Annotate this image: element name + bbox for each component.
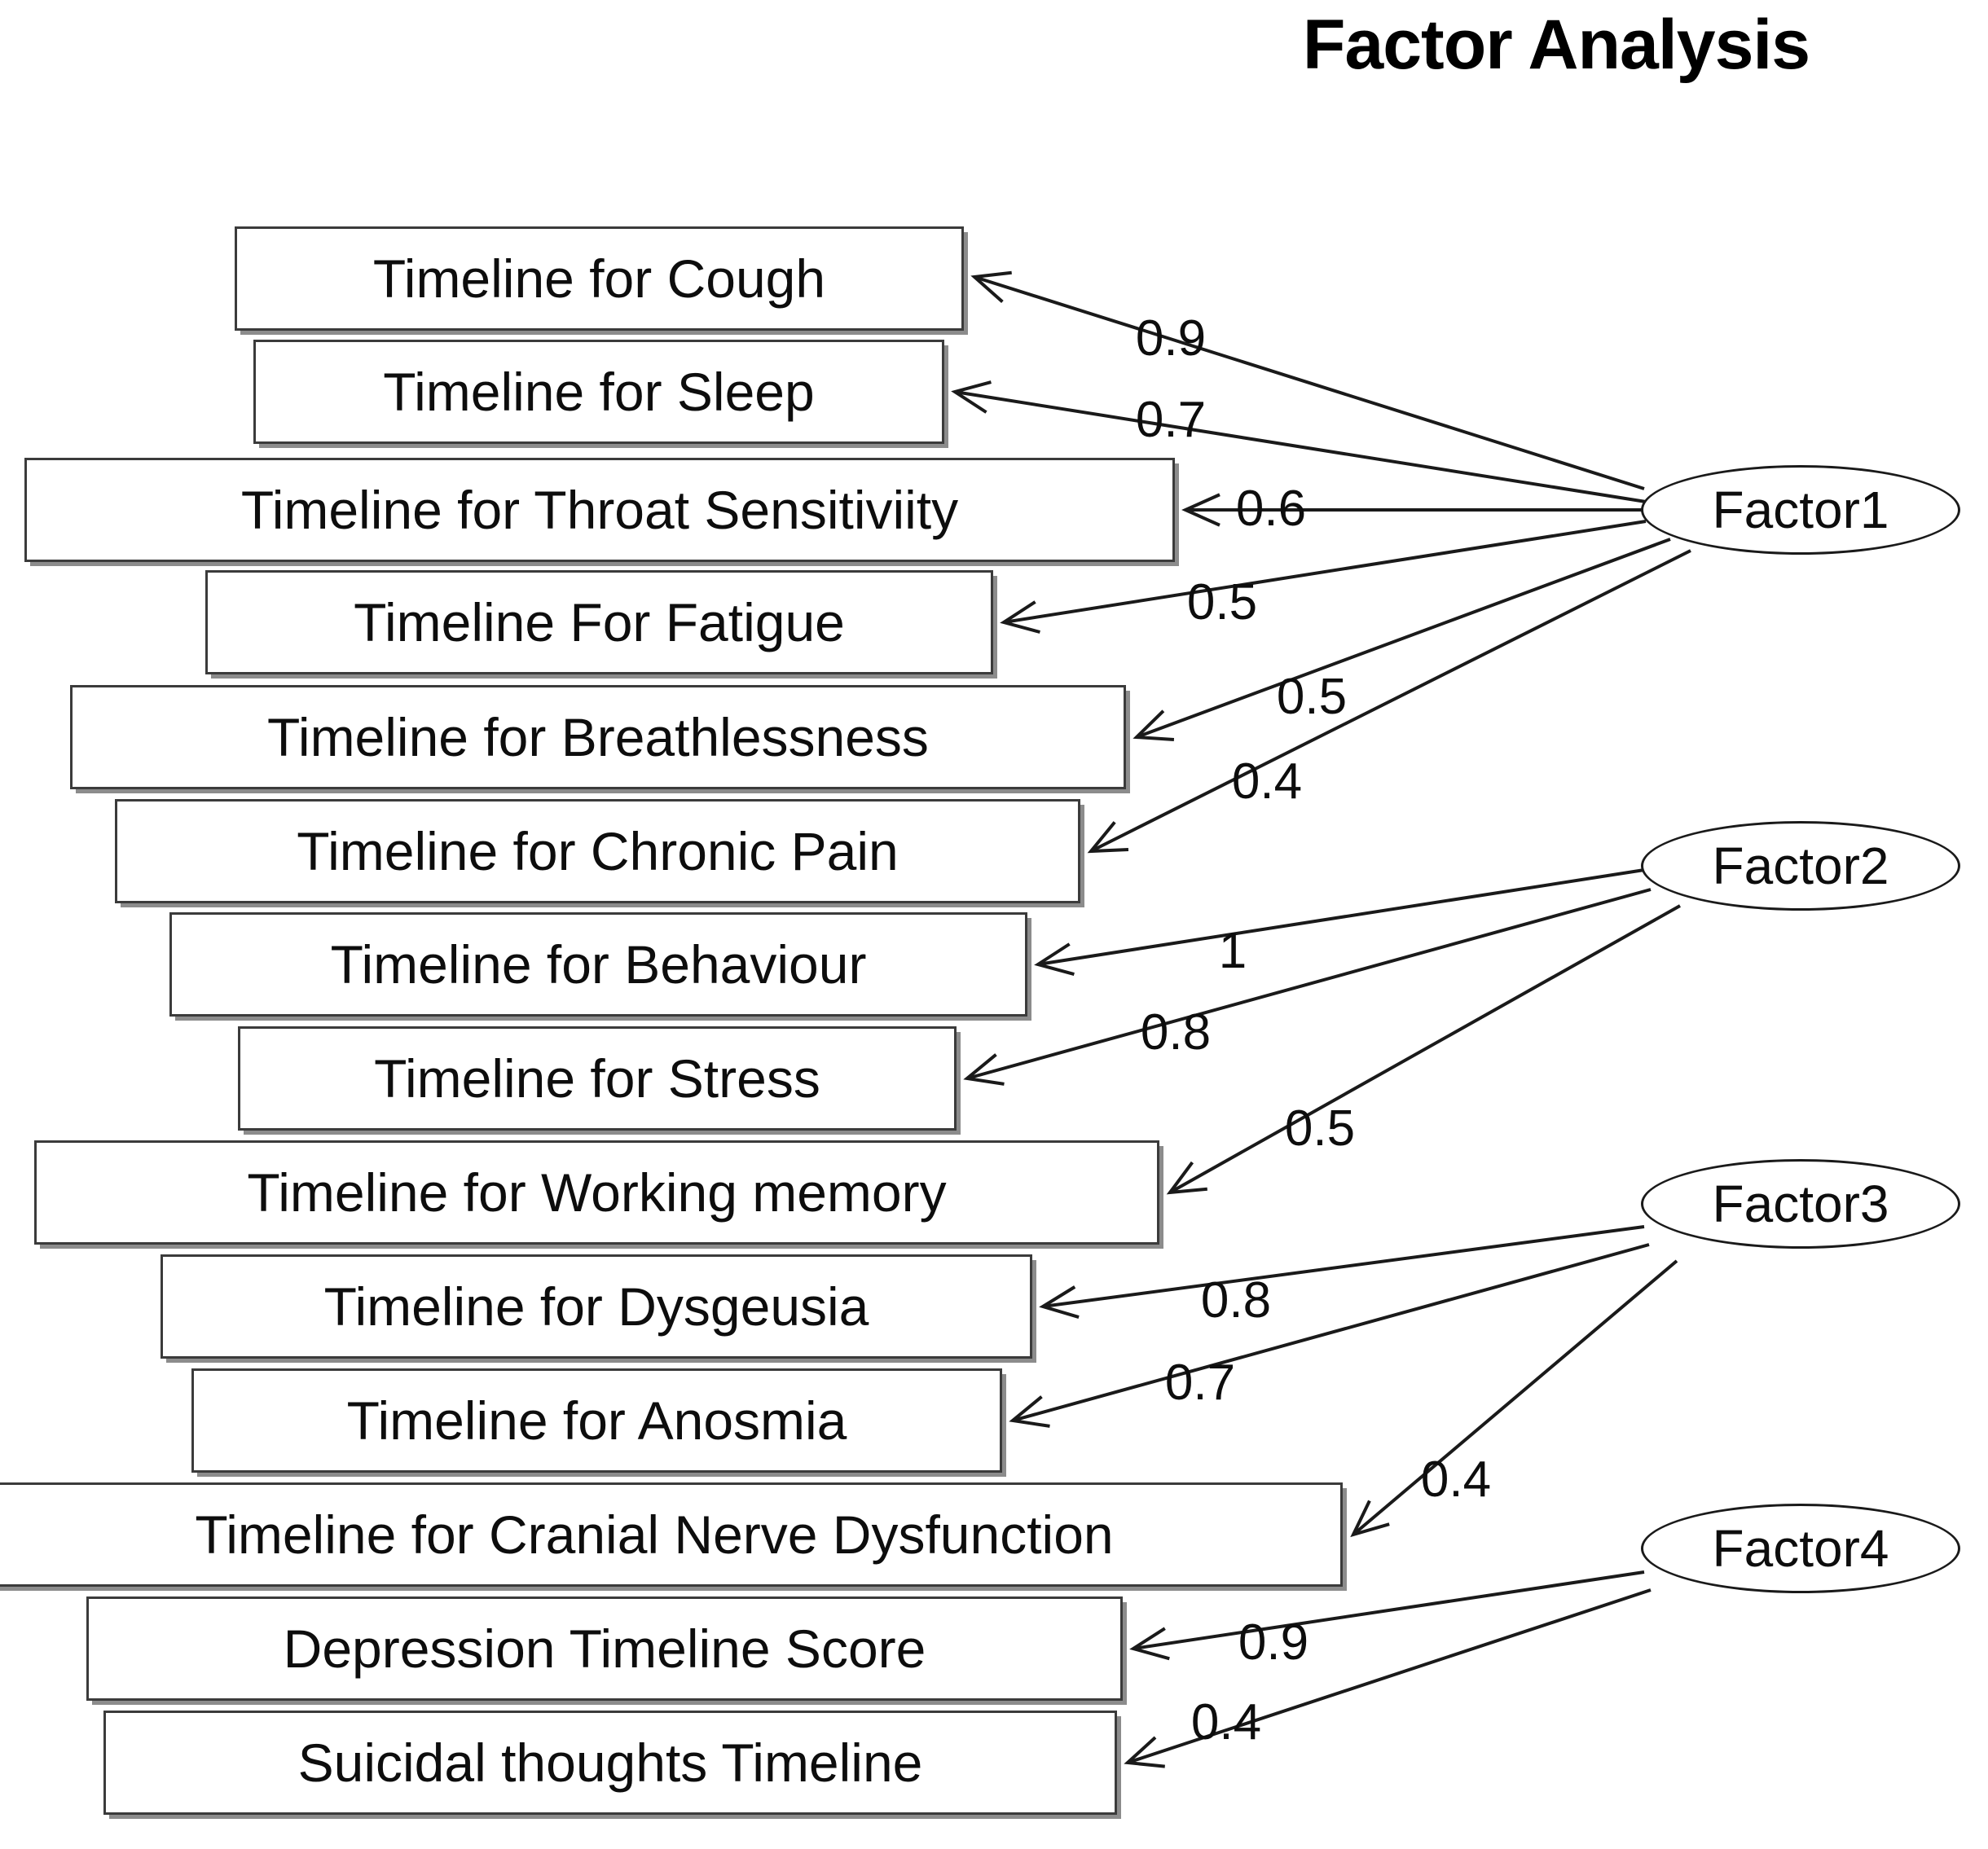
latent-factor-label: Factor4 xyxy=(1712,1519,1889,1578)
arrowhead-icon xyxy=(1350,1500,1390,1538)
arrowhead-icon xyxy=(1000,600,1040,634)
observed-variable-label: Timeline for Cough xyxy=(372,248,826,309)
observed-variable-label: Suicidal thoughts Timeline xyxy=(297,1733,923,1793)
loading-edge-factor3-to-anosmia xyxy=(1009,1243,1650,1428)
edge-line xyxy=(1136,538,1671,739)
latent-factor-label: Factor3 xyxy=(1712,1175,1889,1233)
arrowhead-icon xyxy=(1133,709,1175,741)
observed-variable-label: Timeline for Cranial Nerve Dysfunction xyxy=(195,1504,1114,1565)
edge-line xyxy=(1352,1259,1678,1536)
observed-variable-box-cough[interactable]: Timeline for Cough xyxy=(235,226,964,331)
edge-line xyxy=(1037,868,1645,966)
observed-variable-box-stress[interactable]: Timeline for Stress xyxy=(238,1026,957,1131)
latent-factor-node-factor1[interactable]: Factor1 xyxy=(1641,465,1960,555)
observed-variable-box-behaviour[interactable]: Timeline for Behaviour xyxy=(169,912,1027,1017)
edge-weight-label: 0.5 xyxy=(1186,574,1258,630)
observed-variable-box-depression[interactable]: Depression Timeline Score xyxy=(86,1596,1123,1701)
edge-line xyxy=(1090,549,1691,853)
latent-factor-node-factor4[interactable]: Factor4 xyxy=(1641,1504,1960,1593)
observed-variable-label: Timeline for Behaviour xyxy=(330,934,867,995)
latent-factor-label: Factor2 xyxy=(1712,837,1889,895)
edge-weight-label: 0.7 xyxy=(1135,392,1207,448)
edge-weight-label: 0.9 xyxy=(1238,1614,1309,1671)
loading-edge-factor1-to-cough xyxy=(970,270,1645,490)
arrowhead-icon xyxy=(1124,1736,1165,1768)
edge-weight-label: 0.4 xyxy=(1420,1452,1492,1508)
edge-weight-label: 0.5 xyxy=(1284,1100,1356,1157)
observed-variable-box-throat[interactable]: Timeline for Throat Sensitiviity xyxy=(24,458,1175,562)
edge-weight-label: 0.4 xyxy=(1190,1694,1262,1750)
observed-variable-label: Timeline for Working memory xyxy=(247,1162,947,1223)
latent-factor-label: Factor1 xyxy=(1712,481,1889,539)
observed-variable-box-working[interactable]: Timeline for Working memory xyxy=(34,1140,1159,1245)
edge-weight-label: 0.8 xyxy=(1200,1272,1272,1329)
edge-line xyxy=(966,888,1652,1080)
loading-edge-factor1-to-breath xyxy=(1133,538,1671,741)
observed-variable-label: Timeline for Anosmia xyxy=(346,1390,847,1451)
edge-weight-label: 0.9 xyxy=(1135,310,1207,367)
arrowhead-icon xyxy=(1087,821,1129,854)
loading-edge-factor3-to-cranial xyxy=(1350,1259,1678,1538)
arrowhead-icon xyxy=(951,380,992,414)
observed-variable-box-anosmia[interactable]: Timeline for Anosmia xyxy=(191,1368,1002,1473)
observed-variable-label: Timeline for Breathlessness xyxy=(267,707,929,767)
arrowhead-icon xyxy=(970,270,1012,304)
observed-variable-label: Timeline for Throat Sensitiviity xyxy=(240,480,959,540)
loading-edge-factor2-to-behaviour xyxy=(1034,868,1645,976)
edge-weight-label: 0.6 xyxy=(1235,481,1307,537)
observed-variable-box-fatigue[interactable]: Timeline For Fatigue xyxy=(205,570,993,674)
observed-variable-box-dysgeusia[interactable]: Timeline for Dysgeusia xyxy=(161,1254,1032,1359)
edge-weight-label: 0.4 xyxy=(1231,753,1303,810)
edge-weight-label: 0.7 xyxy=(1164,1355,1236,1411)
edge-line xyxy=(1012,1243,1650,1422)
edge-weight-label: 1 xyxy=(1218,923,1247,979)
arrowhead-icon xyxy=(1166,1161,1207,1195)
arrowhead-icon xyxy=(1129,1627,1170,1661)
observed-variable-label: Timeline for Chronic Pain xyxy=(297,821,899,881)
edge-weight-label: 0.8 xyxy=(1140,1004,1212,1061)
arrowhead-icon xyxy=(1009,1395,1050,1428)
latent-factor-node-factor2[interactable]: Factor2 xyxy=(1641,821,1960,911)
observed-variable-label: Timeline for Sleep xyxy=(383,362,815,422)
edge-weight-label: 0.5 xyxy=(1276,669,1348,725)
arrowhead-icon xyxy=(1039,1285,1080,1319)
observed-variable-box-pain[interactable]: Timeline for Chronic Pain xyxy=(115,799,1080,903)
edge-line xyxy=(974,275,1645,490)
arrowhead-icon xyxy=(963,1053,1005,1086)
arrowhead-icon xyxy=(1034,942,1075,976)
latent-factor-node-factor3[interactable]: Factor3 xyxy=(1641,1159,1960,1249)
observed-variable-box-suicidal[interactable]: Suicidal thoughts Timeline xyxy=(103,1711,1117,1815)
observed-variable-box-cranial[interactable]: Timeline for Cranial Nerve Dysfunction xyxy=(0,1482,1343,1587)
page-title: Factor Analysis xyxy=(1302,6,1810,84)
loading-edge-factor2-to-stress xyxy=(963,888,1652,1086)
observed-variable-box-breath[interactable]: Timeline for Breathlessness xyxy=(70,685,1126,789)
observed-variable-label: Timeline For Fatigue xyxy=(354,592,845,652)
observed-variable-label: Timeline for Dysgeusia xyxy=(323,1276,869,1337)
observed-variable-label: Timeline for Stress xyxy=(374,1048,820,1109)
observed-variable-box-sleep[interactable]: Timeline for Sleep xyxy=(253,340,944,444)
loading-edge-factor1-to-pain xyxy=(1087,549,1691,854)
observed-variable-label: Depression Timeline Score xyxy=(283,1618,926,1679)
arrowhead-icon xyxy=(1181,493,1221,527)
